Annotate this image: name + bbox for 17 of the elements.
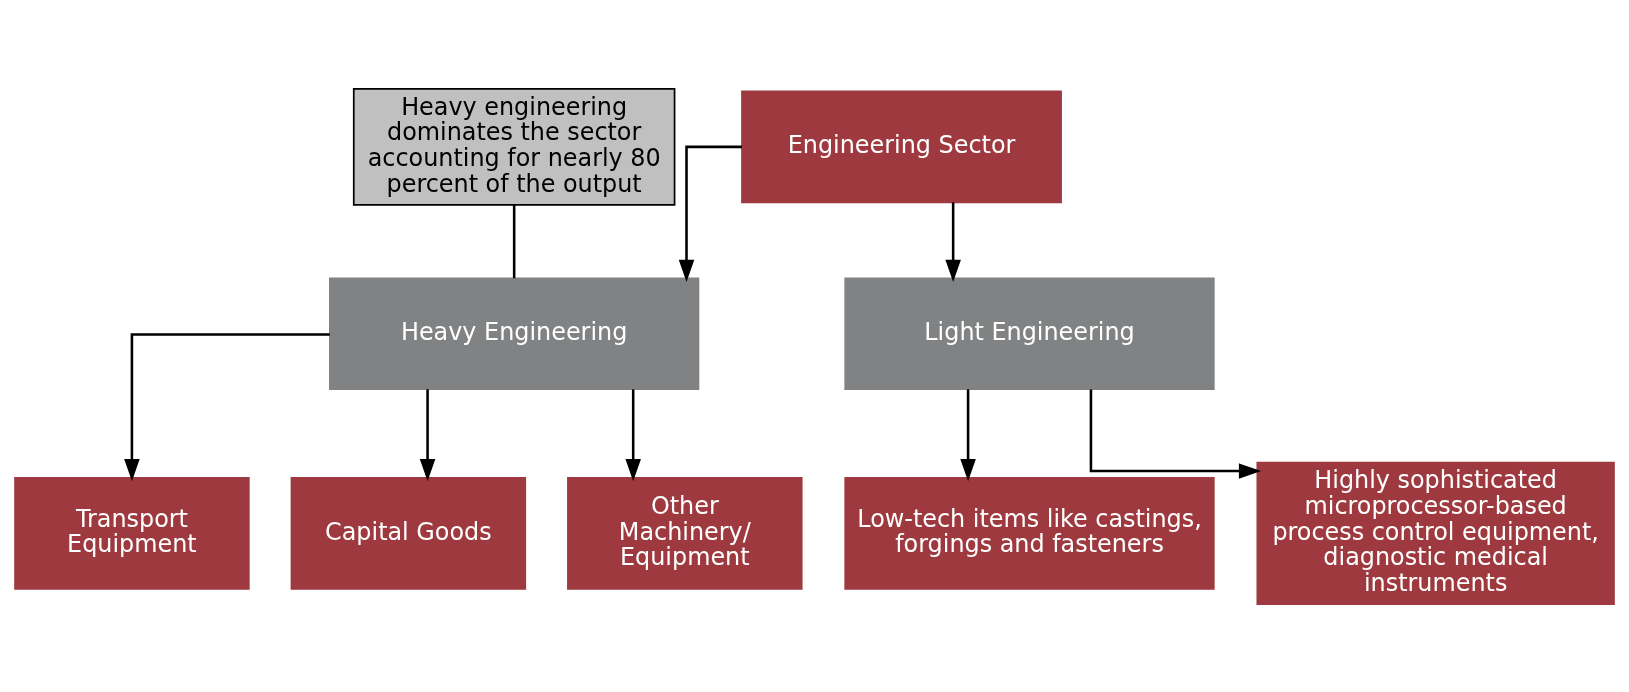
node-box: Other Machinery/ Equipment <box>567 476 803 590</box>
arrow <box>945 201 961 282</box>
arrow <box>625 388 641 481</box>
node-box: Light Engineering <box>844 276 1215 390</box>
node-box: Highly sophisticated microprocessor-based process control equipment, diagnostic medical instruments <box>1256 461 1615 605</box>
arrow <box>124 332 330 481</box>
node-box: Low-tech items like castings, forgings and fasteners <box>844 476 1215 590</box>
arrow <box>419 388 436 481</box>
connector <box>512 204 516 278</box>
arrow <box>960 388 976 481</box>
arrow <box>678 145 742 282</box>
node-box: Heavy Engineering <box>329 276 700 390</box>
node-box: Transport Equipment <box>14 476 250 590</box>
node-box: Heavy engineering dominates the sector accounting for nearly 80 percent of the output <box>352 87 676 206</box>
node-box: Capital Goods <box>290 476 527 590</box>
node-box: Engineering Sector <box>741 90 1062 203</box>
arrow <box>1089 389 1262 479</box>
